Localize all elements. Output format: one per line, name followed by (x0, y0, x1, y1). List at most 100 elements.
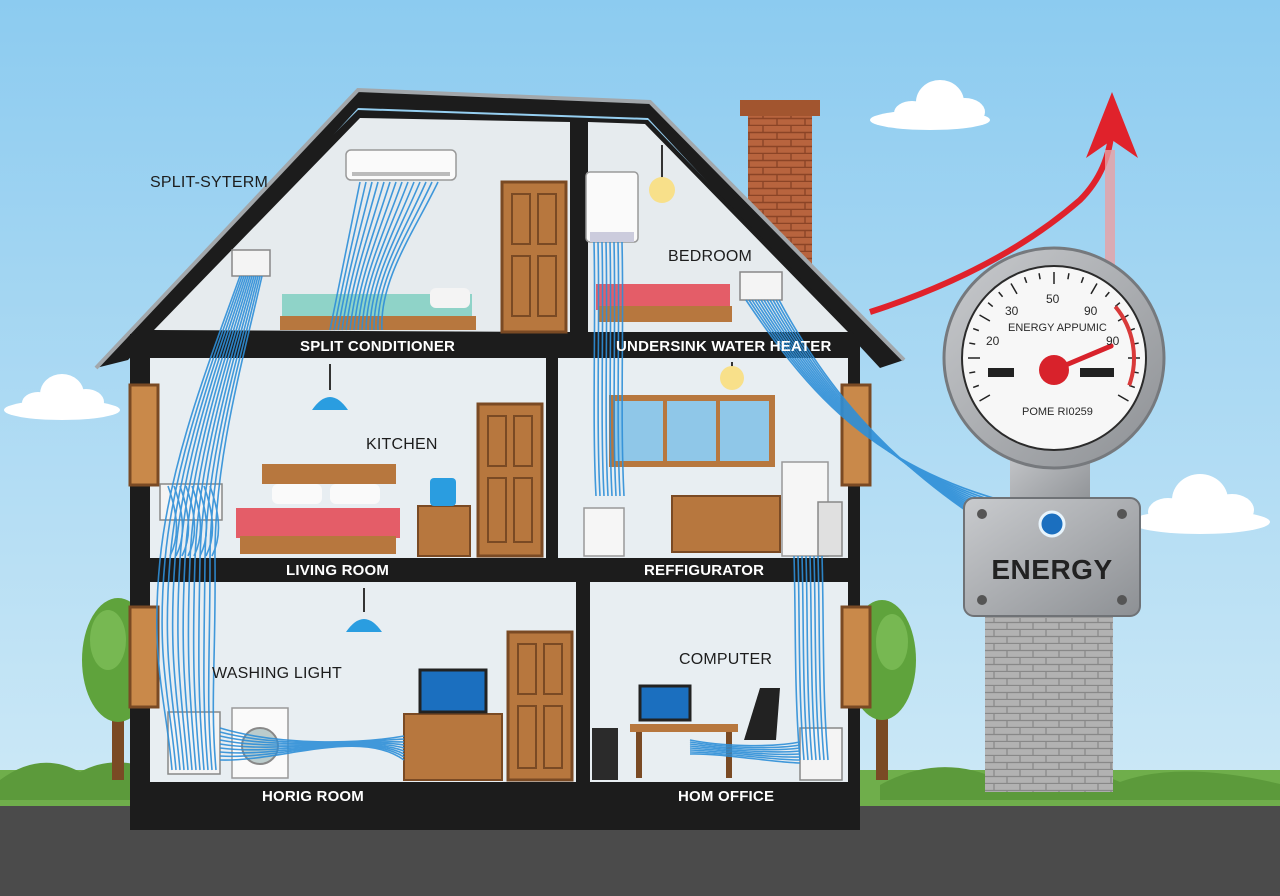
energy-wire (345, 181, 385, 331)
water-dispenser (817, 501, 843, 557)
energy-wire (689, 743, 801, 751)
energy-wire (609, 241, 613, 497)
attic-right-room (588, 122, 848, 332)
gauge-tick (1114, 302, 1121, 308)
kitchen-side-unit (583, 507, 625, 557)
gauge-tick (972, 327, 980, 332)
meter-scale-20: 20 (986, 334, 1000, 348)
meter-plate (963, 497, 1141, 617)
office-chair (744, 688, 780, 740)
energy-wire (365, 181, 415, 331)
gauge-tick (969, 342, 976, 345)
gauge-tick (987, 302, 994, 308)
energy-wire (203, 275, 259, 771)
energy-wire (219, 742, 405, 749)
label-horig-room: HORIG ROOM (262, 788, 364, 805)
energy-wire (353, 181, 397, 331)
gauge-tick (1038, 273, 1041, 280)
gauge-tick (1010, 283, 1018, 295)
energy-wire (617, 241, 621, 497)
energy-wire (805, 555, 813, 761)
house-roof (96, 90, 904, 368)
attic-ac-right (739, 271, 783, 301)
energy-meter (942, 246, 1166, 792)
kitchen-cabinet (671, 495, 781, 553)
energy-wire (337, 181, 373, 331)
label-bedroom: BEDROOM (668, 248, 753, 265)
meter-subtitle: POME RI0259 (1022, 406, 1093, 418)
energy-wire (377, 181, 433, 331)
meter-scale-30: 30 (1005, 304, 1019, 318)
energy-wire (198, 275, 257, 771)
gauge-tick (1080, 276, 1085, 284)
label-undersink-water-heater: UNDERSINK WATER HEATER (616, 338, 832, 355)
energy-wire (757, 299, 1047, 524)
kitchen-window (609, 395, 775, 467)
energy-wire (341, 181, 379, 331)
attic-bed-right (596, 284, 732, 322)
energy-wire (167, 485, 178, 557)
attic-ac-small (231, 249, 271, 277)
energy-wire (801, 555, 809, 761)
label-computer: COMPUTER (679, 651, 773, 668)
meter-pillar (985, 612, 1113, 792)
label-home-office: HOM OFFICE (678, 788, 775, 805)
gauge-tick (979, 314, 991, 322)
attic-door-left (500, 180, 568, 334)
energy-wire (689, 747, 801, 756)
energy-wire (349, 181, 391, 331)
energy-wire (329, 181, 361, 331)
energy-wire (209, 485, 220, 557)
gauge-tick (1090, 283, 1098, 295)
energy-wire (797, 555, 805, 761)
energy-wire (593, 241, 597, 497)
energy-wire (219, 735, 405, 745)
split-ac-unit (345, 149, 457, 181)
energy-wire (381, 181, 439, 331)
energy-wire (817, 555, 825, 761)
energy-wire (601, 241, 605, 497)
meter-scale-50: 50 (1046, 292, 1060, 306)
energy-wire (613, 241, 617, 497)
energy-wire (185, 485, 196, 557)
energy-wire (745, 299, 1047, 521)
energy-wire (212, 275, 263, 771)
energy-wires (156, 181, 1047, 771)
label-kitchen: KITCHEN (366, 436, 438, 453)
tv-cabinet (403, 668, 503, 781)
energy-wire (171, 275, 247, 771)
energy-wire (793, 555, 801, 761)
bushes (0, 762, 1280, 800)
arrow-head (1086, 92, 1138, 158)
kitchen-lamp (312, 364, 348, 410)
gauge-tick (979, 394, 991, 402)
energy-wire (219, 739, 405, 746)
energy-wire (689, 741, 801, 749)
energy-wire (689, 745, 801, 753)
gauge-tick (1023, 276, 1028, 284)
energy-wire (219, 744, 405, 755)
energy-wire (203, 485, 214, 557)
windows-left (128, 383, 160, 709)
meter-title: ENERGY APPUMIC (1008, 322, 1107, 334)
meter-scale-90a: 90 (1084, 304, 1098, 318)
energy-wire (219, 727, 405, 743)
energy-wire (373, 181, 427, 331)
energy-wire (179, 485, 190, 557)
gauge-tick (972, 384, 980, 389)
energy-wire (689, 753, 801, 764)
energy-wire (361, 181, 409, 331)
cloud-top-right (870, 80, 990, 130)
refrigerator-lamp (720, 362, 744, 390)
energy-wire (605, 241, 609, 497)
laundry-door (506, 630, 574, 782)
gauge-tick (1117, 394, 1129, 402)
kitchen-bed (236, 464, 400, 554)
label-washing-light: WASHING LIGHT (212, 665, 343, 682)
energy-wire (207, 275, 261, 771)
label-split-system: SPLIT-SYTERM (150, 174, 268, 191)
energy-wire (197, 485, 208, 557)
energy-wire (754, 299, 1047, 523)
energy-wire (173, 485, 184, 557)
